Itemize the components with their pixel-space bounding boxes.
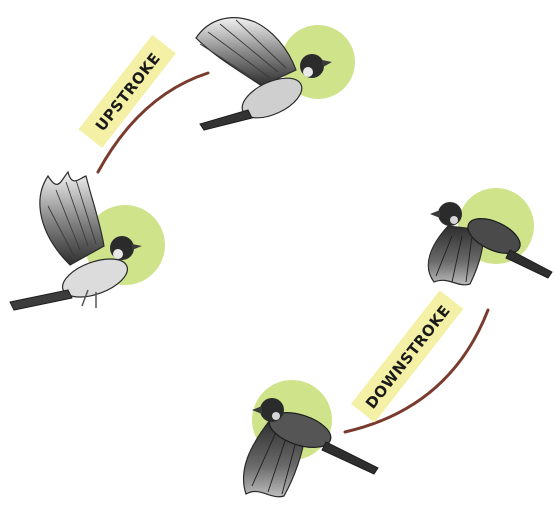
bird-head: [260, 398, 284, 422]
bird-tail: [506, 250, 552, 278]
bird-head: [438, 202, 462, 226]
bird-upstroke-top: [196, 18, 355, 130]
bird-wing: [40, 172, 104, 265]
bird-tail: [322, 442, 378, 474]
bird-beak: [430, 210, 440, 218]
bird-cheek: [303, 67, 313, 77]
bird-downstroke-right: [428, 188, 552, 285]
upstroke-label-text: UPSTROKE: [92, 49, 164, 134]
bird-cheek: [113, 249, 123, 259]
bird-tail: [200, 110, 252, 130]
bird-cheek: [450, 216, 458, 224]
bird-cheek: [272, 412, 280, 420]
bird-wing: [196, 18, 296, 86]
bird-wings-raised: [10, 172, 165, 310]
bird-tail: [10, 290, 72, 310]
downstroke-label: DOWNSTROKE: [351, 290, 463, 422]
downstroke-label-text: DOWNSTROKE: [362, 302, 454, 413]
